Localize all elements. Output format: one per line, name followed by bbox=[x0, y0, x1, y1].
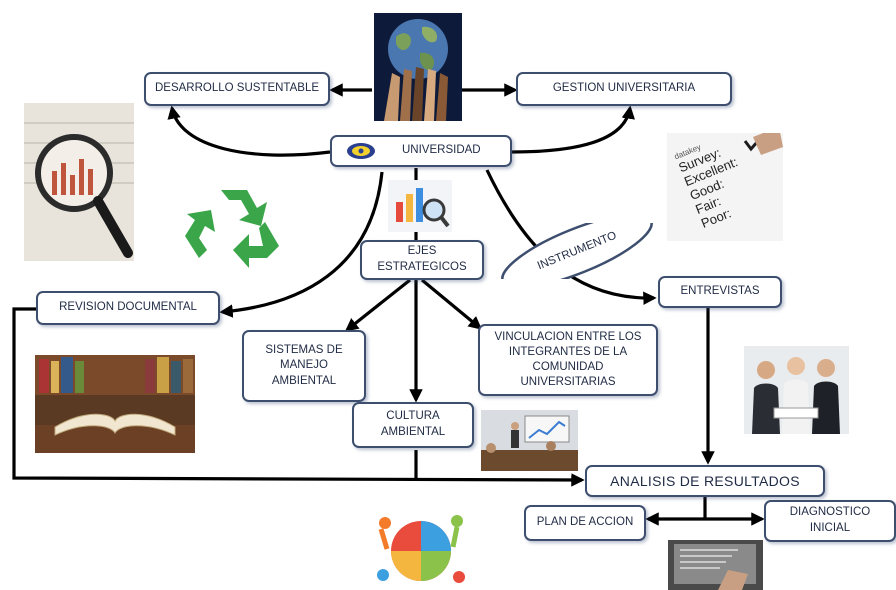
curve-universidad-desarrollo bbox=[167, 105, 331, 157]
curve-universidad-revision bbox=[219, 171, 384, 318]
diagnostico-line: DIAGNOSTICO bbox=[789, 506, 871, 519]
node-desarrollo-sustentable: DESARROLLO SUSTENTABLE bbox=[144, 72, 330, 106]
node-universidad: UNIVERSIDAD bbox=[330, 135, 512, 167]
books-image bbox=[35, 355, 195, 453]
node-universidad-label: UNIVERSIDAD bbox=[402, 144, 481, 157]
charts-magnifier-image bbox=[388, 180, 452, 232]
sistemas-line: SISTEMAS DE bbox=[265, 343, 343, 356]
magnifier-chart-image bbox=[24, 103, 134, 261]
curve-universidad-gestion bbox=[511, 105, 635, 154]
instrumento-oval: INSTRUMENTO bbox=[493, 223, 661, 279]
diagnostico-line: INICIAL bbox=[809, 522, 851, 534]
survey-card-image: datakey Survey: Excellent: Good: Fair: P… bbox=[667, 133, 783, 241]
universidad-logo-icon bbox=[346, 142, 376, 160]
node-ejes-estrategicos: EJES ESTRATEGICOS bbox=[360, 240, 484, 280]
arrow-ejes-sistemas bbox=[344, 278, 411, 332]
vinculacion-line: COMUNIDAD bbox=[532, 361, 604, 373]
cultura-line: CULTURA bbox=[386, 410, 440, 423]
globe-hands-image bbox=[374, 13, 462, 121]
node-sistemas-manejo-ambiental: SISTEMAS DE MANEJO AMBIENTAL bbox=[242, 330, 366, 402]
sistemas-line: AMBIENTAL bbox=[271, 374, 337, 387]
business-people-image bbox=[744, 346, 849, 434]
instrumento-label: INSTRUMENTO bbox=[535, 229, 619, 273]
survey-tablet-image bbox=[668, 540, 763, 590]
puzzle-team-image bbox=[365, 503, 477, 590]
node-diagnostico-inicial: DIAGNOSTICO INICIAL bbox=[764, 500, 896, 542]
sistemas-line: MANEJO bbox=[280, 359, 328, 372]
node-plan-accion: PLAN DE ACCION bbox=[524, 505, 646, 541]
node-analisis-resultados: ANALISIS DE RESULTADOS bbox=[585, 465, 825, 497]
ejes-line: ESTRATEGICOS bbox=[377, 261, 467, 273]
node-cultura-ambiental: CULTURA AMBIENTAL bbox=[352, 402, 474, 448]
vinculacion-line: VINCULACION ENTRE LOS bbox=[494, 331, 642, 344]
node-gestion-universitaria: GESTION UNIVERSITARIA bbox=[516, 72, 732, 106]
presentation-meeting-image bbox=[481, 410, 578, 471]
recycle-icon bbox=[175, 180, 293, 272]
arrow-ejes-vinculacion bbox=[420, 278, 483, 330]
node-vinculacion: VINCULACION ENTRE LOS INTEGRANTES DE LA … bbox=[478, 324, 658, 396]
cultura-line: AMBIENTAL bbox=[380, 426, 446, 438]
line-revision-analisis bbox=[12, 307, 585, 487]
node-entrevistas: ENTREVISTAS bbox=[658, 276, 782, 308]
ejes-line: EJES bbox=[407, 245, 437, 258]
vinculacion-line: INTEGRANTES DE LA bbox=[508, 346, 628, 359]
vinculacion-line: UNIVERSITARIAS bbox=[520, 375, 616, 388]
node-revision-documental: REVISION DOCUMENTAL bbox=[36, 291, 220, 325]
connector-arrows bbox=[12, 83, 765, 526]
